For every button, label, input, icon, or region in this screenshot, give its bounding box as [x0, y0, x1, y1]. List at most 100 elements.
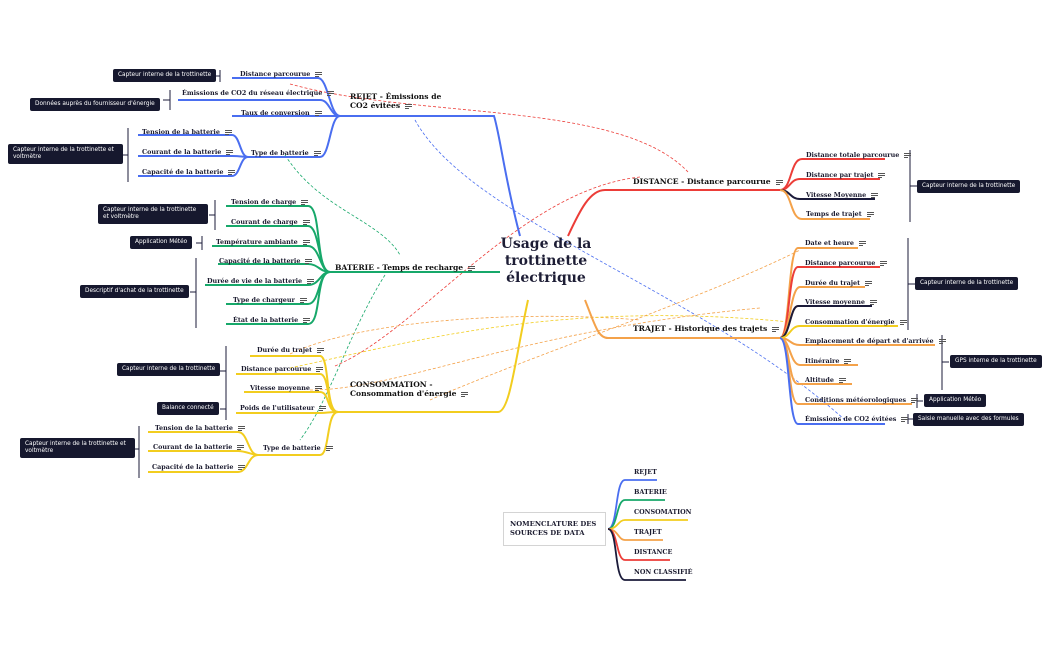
- branch-rejet[interactable]: REJET - Émissions de CO2 évitées: [350, 92, 458, 111]
- topic-node[interactable]: Durée du trajet: [805, 280, 873, 286]
- branch-consommation[interactable]: CONSOMMATION - Consommation d'énergie: [350, 380, 470, 399]
- topic-node[interactable]: Distance parcourue: [805, 260, 888, 266]
- topic-node[interactable]: Taux de conversion: [241, 110, 322, 116]
- topic-node[interactable]: Distance parcourue: [241, 366, 324, 372]
- source-box[interactable]: Balance connecté: [157, 402, 219, 416]
- topic-node[interactable]: Courant de la batterie: [153, 443, 245, 451]
- topic-label: Courant de la batterie: [153, 443, 233, 451]
- topic-label: Courant de charge: [231, 218, 298, 226]
- topic-node[interactable]: Tension de charge: [231, 199, 309, 205]
- notes-icon: [858, 240, 866, 246]
- topic-label: Altitude: [805, 376, 834, 384]
- branch-rejet-label: REJET - Émissions de CO2 évitées: [350, 92, 442, 111]
- topic-label: Tension de la batterie: [142, 128, 220, 136]
- source-box[interactable]: Capteur interne de la trottinette: [113, 69, 217, 83]
- notes-icon: [880, 260, 888, 266]
- source-box[interactable]: GPS interne de la trottinette: [950, 355, 1042, 369]
- notes-icon: [314, 110, 322, 116]
- notes-icon: [327, 90, 335, 96]
- notes-icon: [237, 444, 245, 450]
- topic-node[interactable]: Distance totale parcourue: [806, 151, 912, 159]
- topic-node[interactable]: Température ambiante: [216, 239, 310, 245]
- source-box[interactable]: Capteur interne de la trottinette: [917, 180, 1021, 194]
- topic-label: Vitesse moyenne: [805, 298, 865, 306]
- notes-icon: [302, 239, 310, 245]
- cross-links: [284, 83, 846, 441]
- notes-icon: [911, 397, 919, 403]
- topic-label: Capacité de la batterie: [142, 168, 224, 176]
- topic-node[interactable]: Tension de la batterie: [142, 129, 232, 135]
- topic-node[interactable]: Vitesse Moyenne: [806, 192, 879, 198]
- notes-icon: [313, 150, 321, 156]
- source-box[interactable]: Capteur interne de la trottinette et vol…: [20, 438, 135, 459]
- notes-icon: [301, 199, 309, 205]
- topic-label: Temps de trajet: [806, 210, 862, 218]
- notes-icon: [878, 172, 886, 178]
- topic-node[interactable]: Durée du trajet: [257, 347, 325, 353]
- topic-label: Type de batterie: [263, 444, 321, 452]
- notes-icon: [224, 129, 232, 135]
- topic-label: Date et heure: [805, 239, 854, 247]
- topic-node[interactable]: Consommation d'énergie: [805, 319, 907, 325]
- topic-node[interactable]: Émissions de CO2 du réseau électrique: [182, 90, 335, 96]
- topic-node[interactable]: Distance par trajet: [806, 172, 886, 178]
- source-box[interactable]: Données auprès du fournisseur d'énergie: [30, 98, 160, 112]
- notes-icon: [865, 280, 873, 286]
- notes-icon: [316, 366, 324, 372]
- topic-label: Distance totale parcourue: [806, 151, 900, 159]
- notes-icon: [319, 405, 327, 411]
- branch-distance[interactable]: DISTANCE - Distance parcourue: [633, 177, 783, 186]
- branch-trajet-label: TRAJET - Historique des trajets: [633, 324, 768, 333]
- source-box[interactable]: Application Météo: [130, 236, 193, 250]
- notes-icon: [237, 425, 245, 431]
- source-box[interactable]: Saisie manuelle avec des formules: [913, 413, 1024, 427]
- topic-node[interactable]: Émissions de CO2 évitées: [805, 416, 909, 422]
- topic-node[interactable]: Conditions météorologiques: [805, 397, 919, 403]
- source-box[interactable]: Capteur interne de la trottinette et vol…: [8, 144, 123, 165]
- topic-node[interactable]: Vitesse moyenne: [805, 299, 877, 305]
- branch-distance-label: DISTANCE - Distance parcourue: [633, 177, 771, 186]
- topic-node[interactable]: Type de batterie: [251, 150, 321, 156]
- topic-label: Itinéraire: [805, 357, 840, 365]
- topic-label: Consommation d'énergie: [805, 318, 895, 326]
- branch-trajet[interactable]: TRAJET - Historique des trajets: [633, 324, 780, 333]
- branch-bateria-label: BATERIE - Temps de recharge: [335, 263, 464, 272]
- topic-node[interactable]: Courant de la batterie: [142, 149, 234, 155]
- source-box[interactable]: Capteur interne de la trottinette: [117, 363, 221, 377]
- legend-item-non-classifie: NON CLASSIFIÉ: [634, 568, 693, 576]
- topic-node[interactable]: Capacité de la batterie: [152, 464, 246, 470]
- consommation-branch-lines: [148, 299, 529, 473]
- branch-bateria[interactable]: BATERIE - Temps de recharge: [335, 263, 476, 272]
- topic-node[interactable]: Type de chargeur: [233, 297, 307, 303]
- topic-label: État de la batterie: [233, 316, 299, 324]
- notes-icon: [775, 179, 783, 185]
- notes-icon: [315, 71, 323, 77]
- topic-node[interactable]: Capacité de la batterie: [219, 257, 313, 265]
- topic-node[interactable]: Courant de charge: [231, 219, 310, 225]
- branch-consommation-label: CONSOMMATION - Consommation d'énergie: [350, 380, 457, 399]
- topic-node[interactable]: Vitesse moyenne: [250, 385, 322, 391]
- legend-item-rejet: REJET: [634, 468, 657, 476]
- topic-node[interactable]: Altitude: [805, 377, 846, 383]
- topic-label: Tension de la batterie: [155, 424, 233, 432]
- topic-node[interactable]: État de la batterie: [233, 316, 311, 324]
- source-box[interactable]: Capteur interne de la trottinette et vol…: [98, 204, 208, 225]
- source-box[interactable]: Descriptif d'achat de la trottinette: [80, 285, 189, 299]
- topic-node[interactable]: Durée de vie de la batterie: [207, 278, 315, 284]
- topic-node[interactable]: Itinéraire: [805, 357, 852, 365]
- topic-node[interactable]: Tension de la batterie: [155, 425, 245, 431]
- topic-node[interactable]: Date et heure: [805, 240, 866, 246]
- topic-node[interactable]: Poids de l'utilisateur: [240, 405, 327, 411]
- notes-icon: [468, 265, 476, 271]
- topic-node[interactable]: Capacité de la batterie: [142, 168, 236, 176]
- source-box[interactable]: Capteur interne de la trottinette: [915, 277, 1019, 291]
- topic-node[interactable]: Temps de trajet: [806, 211, 874, 217]
- topic-label: Capacité de la batterie: [219, 257, 301, 265]
- topic-node[interactable]: Emplacement de départ et d'arrivée: [805, 338, 946, 344]
- topic-node[interactable]: Type de batterie: [263, 445, 333, 451]
- topic-node[interactable]: Distance parcourue: [240, 71, 323, 77]
- notes-icon: [938, 338, 946, 344]
- notes-icon: [866, 211, 874, 217]
- source-box[interactable]: Application Météo: [924, 394, 987, 408]
